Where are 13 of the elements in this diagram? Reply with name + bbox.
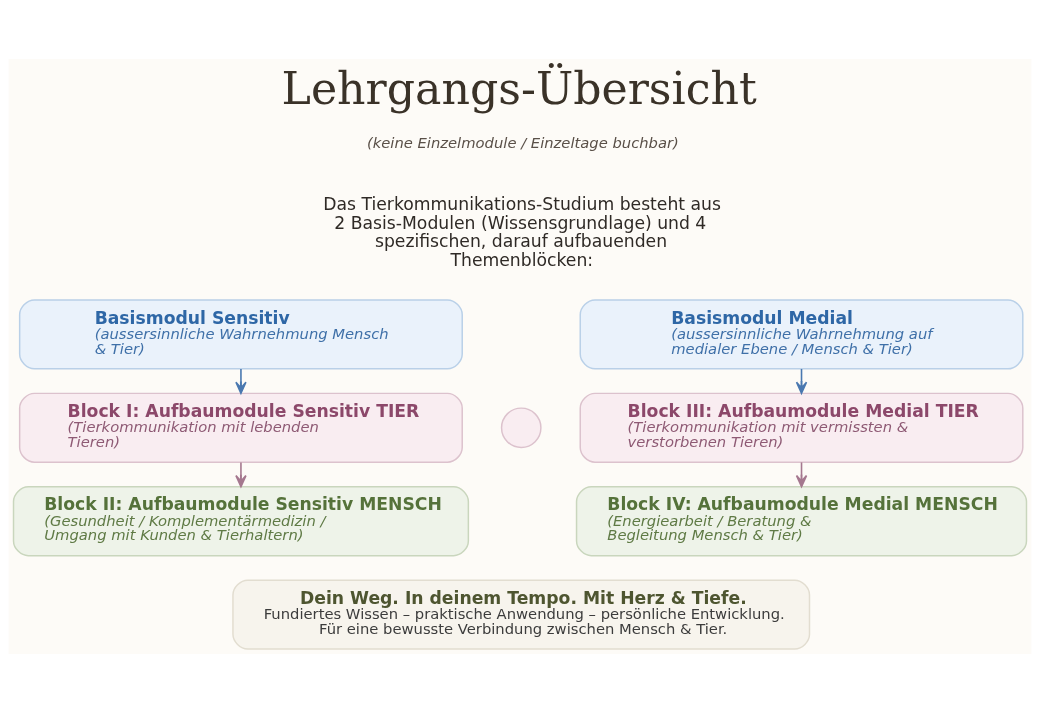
diagram-title: Lehrgangs-Übersicht [281, 62, 757, 114]
label: Das Tierkommunikations-Studium besteht aus 2 Basis-Modulen (Wissensgrundlage) und 4 spezifischen, darauf aufbauenden Themenblöcken: [323, 193, 721, 270]
node-box: Dein Weg. In deinem Tempo. Mit Herz & Tiefe. Fundiertes Wissen – praktische Anwendung – persönliche Entwicklung. Für eine bewusste Verbindung zwischen Mensch & Tier. [232, 579, 811, 650]
label: (keine Einzelmodule / Einzeltage buchbar) [366, 133, 679, 151]
node-circle [500, 406, 542, 448]
node-box: Basismodul Medial (aussersinnliche Wahrnehmung auf medialer Ebene / Mensch & Tier) [579, 298, 1024, 370]
arrow [235, 461, 247, 487]
node-box: Block I: Aufbaumodule Sensitiv TIER (Tierkommunikation mit lebenden Tieren) [18, 392, 463, 463]
node-box: Block IV: Aufbaumodule Medial MENSCH (Energiearbeit / Beratung & Begleitung Mensch & Tier) [575, 485, 1028, 556]
node-box: Basismodul Sensitiv (aussersinnliche Wahrnehmung Mensch & Tier) [18, 298, 463, 370]
node-box: Block III: Aufbaumodule Medial TIER (Tierkommunikation mit vermissten & verstorbenen Tieren) [579, 392, 1024, 463]
node-box: Block II: Aufbaumodule Sensitiv MENSCH (Gesundheit / Komplementärmedizin / Umgang mit Kunden & Tierhaltern) [12, 485, 470, 556]
arrow [235, 367, 247, 394]
